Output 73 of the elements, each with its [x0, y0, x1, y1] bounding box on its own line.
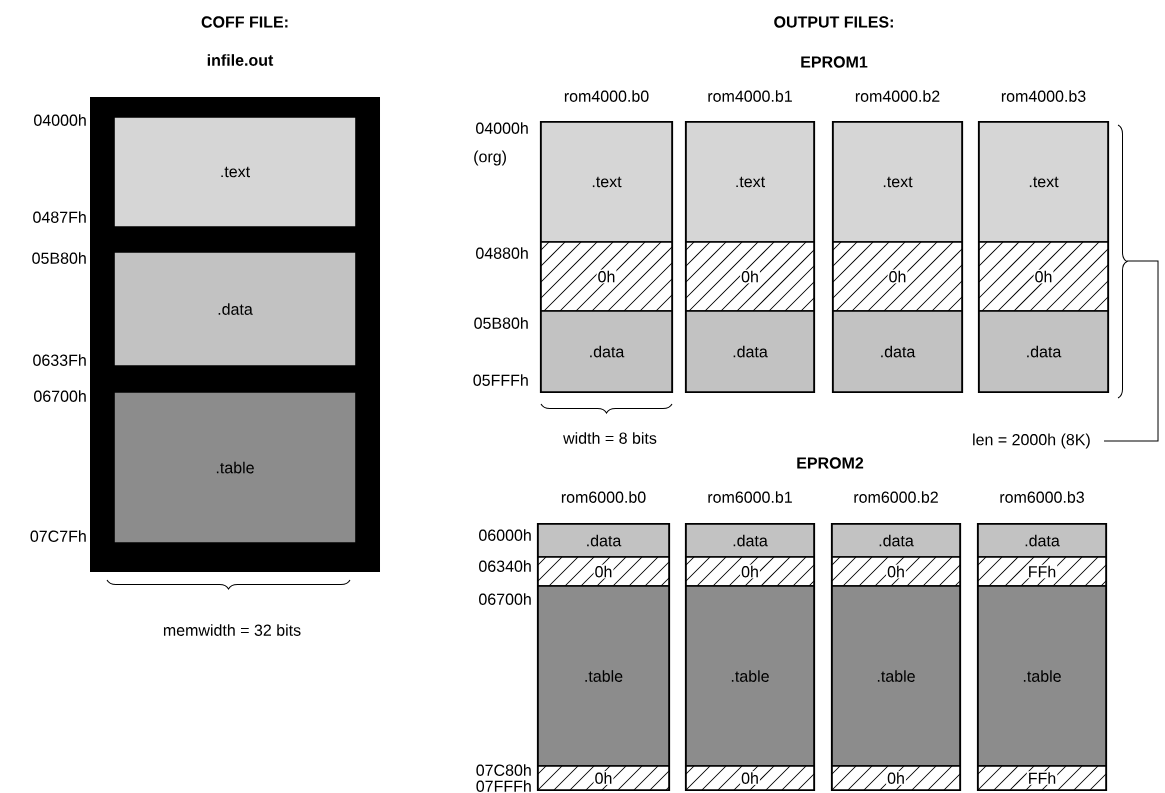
hatched-segment: 0h	[685, 241, 815, 312]
hatched-segment: 0h	[685, 556, 815, 587]
node-label: 0h	[887, 772, 904, 784]
section-segment: .table	[113, 391, 357, 544]
node-label: FFh	[1029, 772, 1056, 784]
section-segment: .data	[537, 523, 670, 558]
address-label: 05B80h	[474, 317, 528, 329]
section-segment: .data	[977, 523, 1107, 558]
address-label: 06340h	[479, 560, 531, 572]
node-label: infile.out	[207, 54, 274, 66]
node-label: 0h	[741, 270, 758, 283]
hatched-segment: 0h	[831, 556, 961, 587]
section-segment: .data	[832, 310, 963, 393]
section-segment: .text	[540, 121, 673, 243]
node-label: 0h	[741, 565, 758, 578]
node-label: rom4000.b1	[708, 90, 792, 102]
node-label: rom6000.b3	[1000, 491, 1084, 503]
hatched-segment: FFh	[977, 765, 1107, 791]
node-label: rom4000.b2	[855, 90, 940, 102]
section-segment: .text	[685, 121, 815, 243]
section-segment: .data	[685, 310, 815, 393]
address-label: 07C7Fh	[30, 530, 86, 542]
node-label: FFh	[1029, 565, 1056, 578]
section-segment: .data	[978, 310, 1109, 393]
node-label: rom4000.b3	[1001, 90, 1086, 102]
dimension-label: len = 2000h (8K)	[973, 433, 1090, 449]
section-segment: .table	[831, 585, 961, 767]
node-label: rom4000.b0	[564, 90, 649, 102]
address-label: (org)	[474, 150, 506, 166]
node-label: rom6000.b0	[561, 491, 646, 503]
node-label: 0h	[595, 565, 612, 578]
node-label: 0h	[598, 270, 615, 283]
hatched-segment: FFh	[977, 556, 1107, 587]
node-label: 0h	[887, 565, 904, 578]
hatched-segment: 0h	[832, 241, 963, 312]
address-label: 05B80h	[32, 252, 86, 264]
section-segment: .table	[685, 585, 815, 767]
address-label: 06700h	[34, 390, 86, 402]
hatched-segment: 0h	[831, 765, 961, 791]
address-label: 0487Fh	[33, 211, 86, 223]
heading: EPROM1	[801, 56, 868, 68]
heading: EPROM2	[797, 457, 864, 469]
address-label: 06000h	[479, 529, 531, 541]
address-label: 06700h	[479, 593, 531, 605]
section-segment: .data	[540, 310, 673, 393]
hatched-segment: 0h	[978, 241, 1109, 312]
node-label: 0h	[595, 772, 612, 784]
node-label: rom6000.b1	[708, 491, 792, 503]
node-label: 0h	[741, 772, 758, 784]
dimension-label: width = 8 bits	[563, 432, 657, 444]
section-segment: .table	[537, 585, 670, 767]
hatched-segment: 0h	[685, 765, 815, 791]
section-segment: .text	[113, 116, 357, 228]
section-segment: .data	[831, 523, 961, 558]
section-segment: .table	[977, 585, 1107, 767]
hatched-segment: 0h	[540, 241, 673, 312]
hatched-segment: 0h	[537, 765, 670, 791]
hatched-segment: 0h	[537, 556, 670, 587]
address-label: 0633Fh	[33, 354, 86, 366]
node-label: COFF FILE:	[201, 16, 288, 28]
address-label: 07FFFh	[476, 780, 531, 792]
section-segment: .data	[113, 251, 357, 367]
address-label: 04880h	[476, 247, 528, 259]
heading: OUTPUT FILES:	[774, 16, 893, 28]
node-label: 0h	[1035, 270, 1052, 283]
section-segment: .data	[685, 523, 815, 558]
section-segment: .text	[832, 121, 963, 243]
section-segment: .text	[978, 121, 1109, 243]
address-label: 04000h	[34, 114, 86, 126]
address-label: 07C80h	[476, 764, 531, 776]
node-label: rom6000.b2	[854, 491, 938, 503]
node-label: 0h	[889, 270, 906, 283]
dimension-label: memwidth = 32 bits	[163, 624, 301, 636]
